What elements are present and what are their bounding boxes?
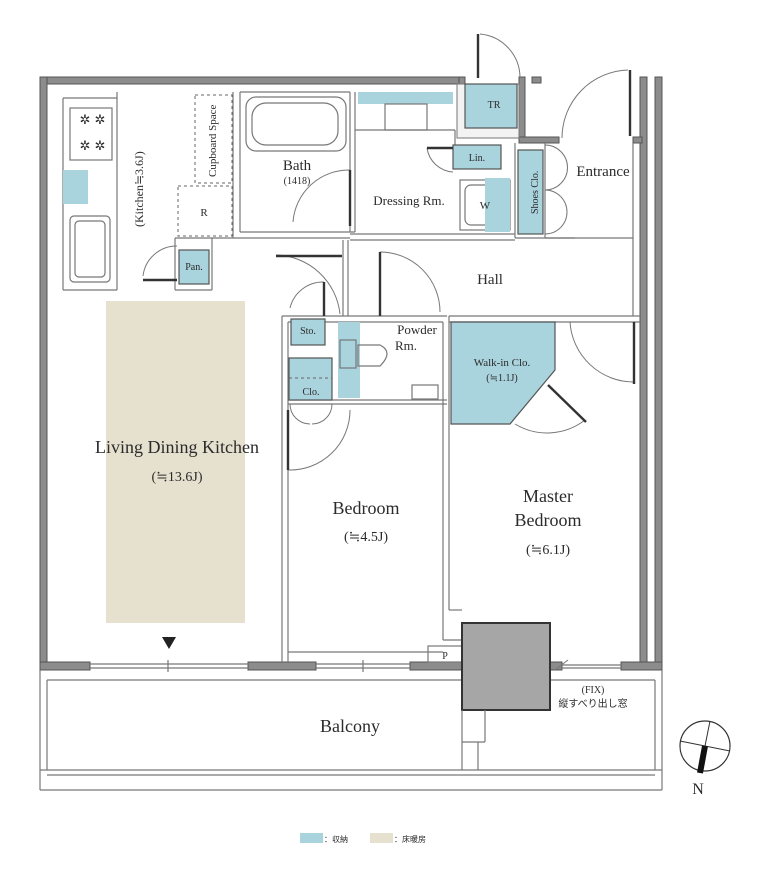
bedroom-size: (≒4.5J) [344,530,388,545]
legend-storage-swatch [300,833,323,843]
bath-label: Bath [283,158,312,174]
bedroom-closet [288,357,333,401]
interior-walls [39,91,663,791]
toilet-room [464,83,518,129]
bath-size: (1418) [284,176,311,187]
fridge-label: R [200,207,208,219]
shoes-closet-label: Shoes Clo. [530,171,541,214]
kitchen-sink [69,215,111,283]
windows [90,660,621,672]
hall-label: Hall [477,272,503,288]
svg-text:✲: ✲ [80,138,91,153]
bathtub [245,96,347,152]
pipe-space-label: P [442,651,448,662]
powder-room-label-line2: Rm. [395,338,417,353]
exterior-walls [39,76,663,671]
storage-label: Sto. [300,326,316,337]
storage [290,318,326,346]
legend-floor-heating-label: ：床暖房 [394,834,426,844]
powder-room-label-line1: Powder [397,322,437,337]
compass-north-label: N [692,781,704,798]
doors [142,33,636,671]
master-bedroom-size: (≒6.1J) [526,543,570,558]
dressing-counter [384,103,428,131]
balcony-label: Balcony [320,716,380,736]
linen-label: Lin. [469,153,485,164]
legend: ：収納 ：床暖房 [300,833,426,844]
pantry-label: Pan. [185,262,203,273]
master-bedroom-label-line1: Master [523,486,573,506]
entrance-label: Entrance [576,164,630,180]
compass-icon [679,720,731,774]
dressing-room-label: Dressing Rm. [373,193,445,208]
svg-text:✲: ✲ [95,112,106,127]
pantry [178,249,210,285]
walk-in-closet [450,321,556,425]
powder-room-fixtures [338,322,439,400]
master-bedroom-label-line2: Bedroom [515,510,582,530]
svg-text:✲: ✲ [80,112,91,127]
dressing-counter-storage [358,92,453,104]
cupboard-space [194,94,233,184]
kitchen-stove: ✲ ✲ ✲ ✲ [69,107,113,161]
walk-in-closet-size: (≒1.1J) [486,373,517,384]
kitchen-storage [63,170,88,204]
entry-triangle-marker [162,637,176,649]
bedroom-closet-label: Clo. [303,387,320,398]
cupboard-label: Cupboard Space [207,104,219,177]
fridge-space [177,185,233,237]
ldk-size: (≒13.6J) [151,470,202,485]
legend-storage-label: ：収納 [324,834,348,844]
bedroom-label: Bedroom [333,498,400,518]
walk-in-closet-label: Walk-in Clo. [474,357,531,369]
floor-heating-area [106,301,245,623]
linen-closet [452,144,502,170]
outdoor-unit [461,622,551,711]
fix-window-label-line1: (FIX) [582,685,605,696]
washer-space [459,178,511,232]
fix-window-label-line2: 縦すべり出し窓 [558,697,627,710]
washer-label: W [480,200,491,212]
shoes-closet [517,149,544,235]
svg-text:✲: ✲ [95,138,106,153]
ldk-label: Living Dining Kitchen [95,437,259,457]
legend-floor-heating-swatch [370,833,393,843]
kitchen-label: (Kitchen≒3.6J) [132,151,146,227]
toilet-room-label: TR [488,100,501,111]
